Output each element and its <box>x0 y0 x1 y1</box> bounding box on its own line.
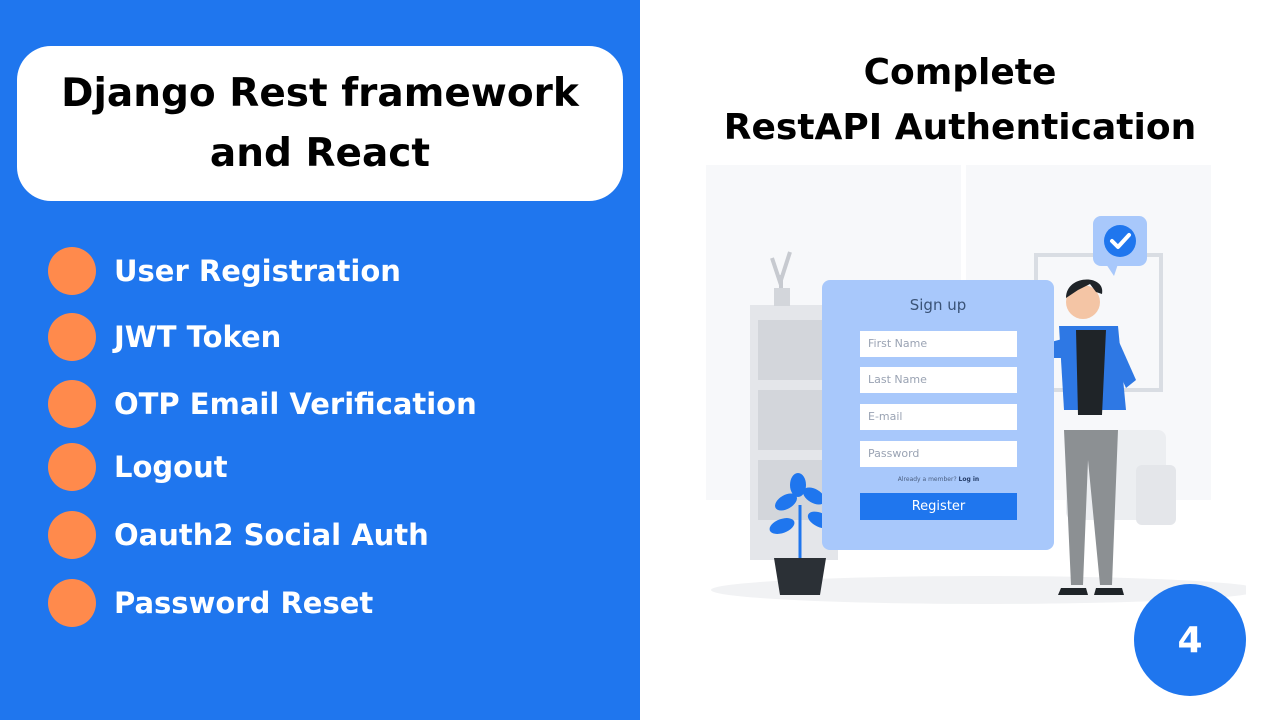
bullet-icon <box>48 511 96 559</box>
feature-item: Oauth2 Social Auth <box>48 511 608 559</box>
feature-label: JWT Token <box>114 320 282 354</box>
bullet-icon <box>48 443 96 491</box>
bullet-icon <box>48 313 96 361</box>
feature-label: Logout <box>114 450 228 484</box>
sofa-arm <box>1136 465 1176 525</box>
feature-label: User Registration <box>114 254 401 288</box>
person-illustration-icon <box>1008 279 1136 595</box>
last-name-field: Last Name <box>860 367 1017 393</box>
main-title: Django Rest framework and React <box>61 64 579 184</box>
checkmark-speech-bubble-icon <box>1093 216 1147 276</box>
right-title-line-1: Complete <box>863 52 1057 93</box>
feature-item: JWT Token <box>48 313 608 361</box>
register-button: Register <box>860 493 1017 520</box>
episode-number-badge: 4 <box>1134 584 1246 696</box>
bullet-icon <box>48 579 96 627</box>
feature-item: Logout <box>48 443 608 491</box>
title-card: Django Rest framework and React <box>17 46 623 201</box>
feature-label: OTP Email Verification <box>114 387 477 421</box>
password-field: Password <box>860 441 1017 467</box>
main-title-line-1: Django Rest framework <box>61 70 579 116</box>
feature-label: Oauth2 Social Auth <box>114 518 429 552</box>
right-title: Complete RestAPI Authentication <box>680 45 1240 155</box>
email-field: E-mail <box>860 404 1017 430</box>
bullet-icon <box>48 380 96 428</box>
feature-label: Password Reset <box>114 586 374 620</box>
floor-shadow <box>711 576 1246 604</box>
bookshelf-shelf <box>758 390 828 450</box>
member-prompt: Already a member? Log in <box>860 476 1017 483</box>
feature-item: Password Reset <box>48 579 608 627</box>
signup-form-card: Sign up First Name Last Name E-mail Pass… <box>822 280 1054 550</box>
feature-item: OTP Email Verification <box>48 380 608 428</box>
left-panel: Django Rest framework and React User Reg… <box>0 0 640 720</box>
vase-icon <box>774 288 790 306</box>
main-title-line-2: and React <box>209 130 431 176</box>
feature-item: User Registration <box>48 247 608 295</box>
login-link: Log in <box>958 476 980 483</box>
bookshelf-shelf <box>758 320 828 380</box>
first-name-field: First Name <box>860 331 1017 357</box>
member-text: Already a member? <box>897 476 957 483</box>
bullet-icon <box>48 247 96 295</box>
right-title-line-2: RestAPI Authentication <box>723 107 1197 148</box>
signup-title: Sign up <box>909 296 967 314</box>
